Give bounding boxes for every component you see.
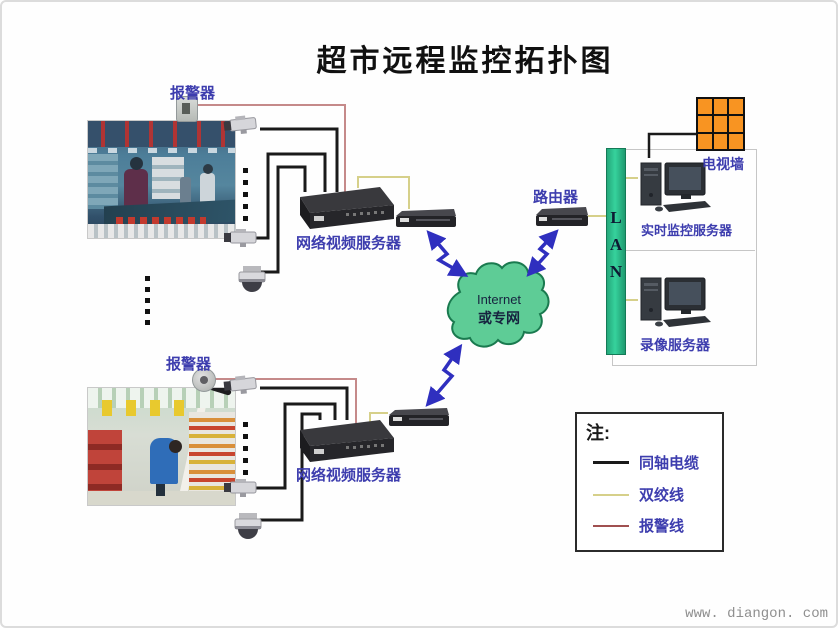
lan-letter: N (609, 262, 623, 281)
lan-letter: L (610, 208, 622, 227)
coax-camera1-to-server1 (260, 127, 339, 192)
photo2-person (150, 438, 182, 496)
photo1-gondola (152, 157, 184, 199)
legend-row-coax: 同轴电缆 (593, 452, 699, 473)
photo1-lights (88, 148, 235, 153)
control-center-divider (614, 250, 755, 251)
router-device (534, 206, 590, 228)
page-title: 超市远程监控拓扑图 (316, 45, 614, 78)
photo1-person (180, 177, 191, 209)
photo2-floor (88, 491, 235, 505)
tv-wall (696, 97, 745, 151)
legend-row-twisted-pair: 双绞线 (593, 484, 684, 505)
record-server-label: 录像服务器 (640, 337, 710, 353)
photo1-bottles (88, 224, 235, 238)
photo1-sign (116, 217, 206, 225)
cloud-label-line1: Internet (477, 292, 521, 307)
video-server-label-1: 网络视频服务器 (296, 235, 402, 252)
photo2-signs (102, 400, 192, 416)
legend-label: 同轴电缆 (639, 455, 700, 472)
wireless-link-cloud-modem2 (425, 343, 463, 407)
video-server-1 (290, 185, 394, 231)
video-server-2 (290, 418, 394, 464)
dome-camera-2 (234, 512, 262, 542)
box-camera-4 (222, 478, 260, 498)
cloud-label-line2: 或专网 (478, 310, 520, 326)
legend-label: 报警线 (639, 518, 685, 535)
legend-label: 双绞线 (639, 487, 685, 504)
box-camera-2 (222, 228, 260, 248)
supermarket-photo-2 (87, 387, 236, 506)
coax-line-swatch (593, 461, 629, 464)
internet-cloud: Internet 或专网 (446, 261, 550, 348)
box-camera-1 (221, 113, 261, 137)
supermarket-photo-1 (87, 120, 236, 239)
legend-row-alarm-line: 报警线 (593, 515, 684, 536)
alarm-line-swatch (593, 524, 629, 527)
photo1-ceiling (88, 121, 235, 147)
modem-1 (394, 208, 458, 229)
more-cameras-dots-2 (243, 422, 248, 475)
tv-wall-label: 电视墙 (702, 156, 744, 172)
modem-2 (387, 407, 451, 428)
legend-box: 注: 同轴电缆 双绞线 报警线 (575, 412, 724, 552)
record-server-pc (633, 270, 713, 328)
monitor-server-pc (633, 155, 713, 213)
box-camera-3 (221, 373, 261, 397)
legend-title: 注: (586, 423, 610, 443)
more-stores-dots (145, 276, 150, 325)
monitor-server-label: 实时监控服务器 (641, 223, 733, 238)
photo1-shelf (88, 154, 118, 209)
video-server-label-2: 网络视频服务器 (296, 467, 402, 484)
wireless-link-cloud-router (526, 229, 559, 277)
dome-camera-1 (238, 265, 266, 295)
alarm-label-1: 报警器 (170, 85, 216, 102)
lan-bar: L A N (606, 148, 626, 355)
more-cameras-dots-1 (243, 168, 248, 221)
router-label: 路由器 (533, 189, 579, 206)
alarm-label-2: 报警器 (166, 356, 212, 373)
wireless-link-modem1-cloud (426, 230, 469, 277)
twisted-pair-swatch (593, 493, 629, 496)
coax-camera3-to-server2 (260, 386, 349, 420)
watermark: www. diangon. com (685, 606, 828, 622)
lan-letter: A (609, 235, 623, 254)
